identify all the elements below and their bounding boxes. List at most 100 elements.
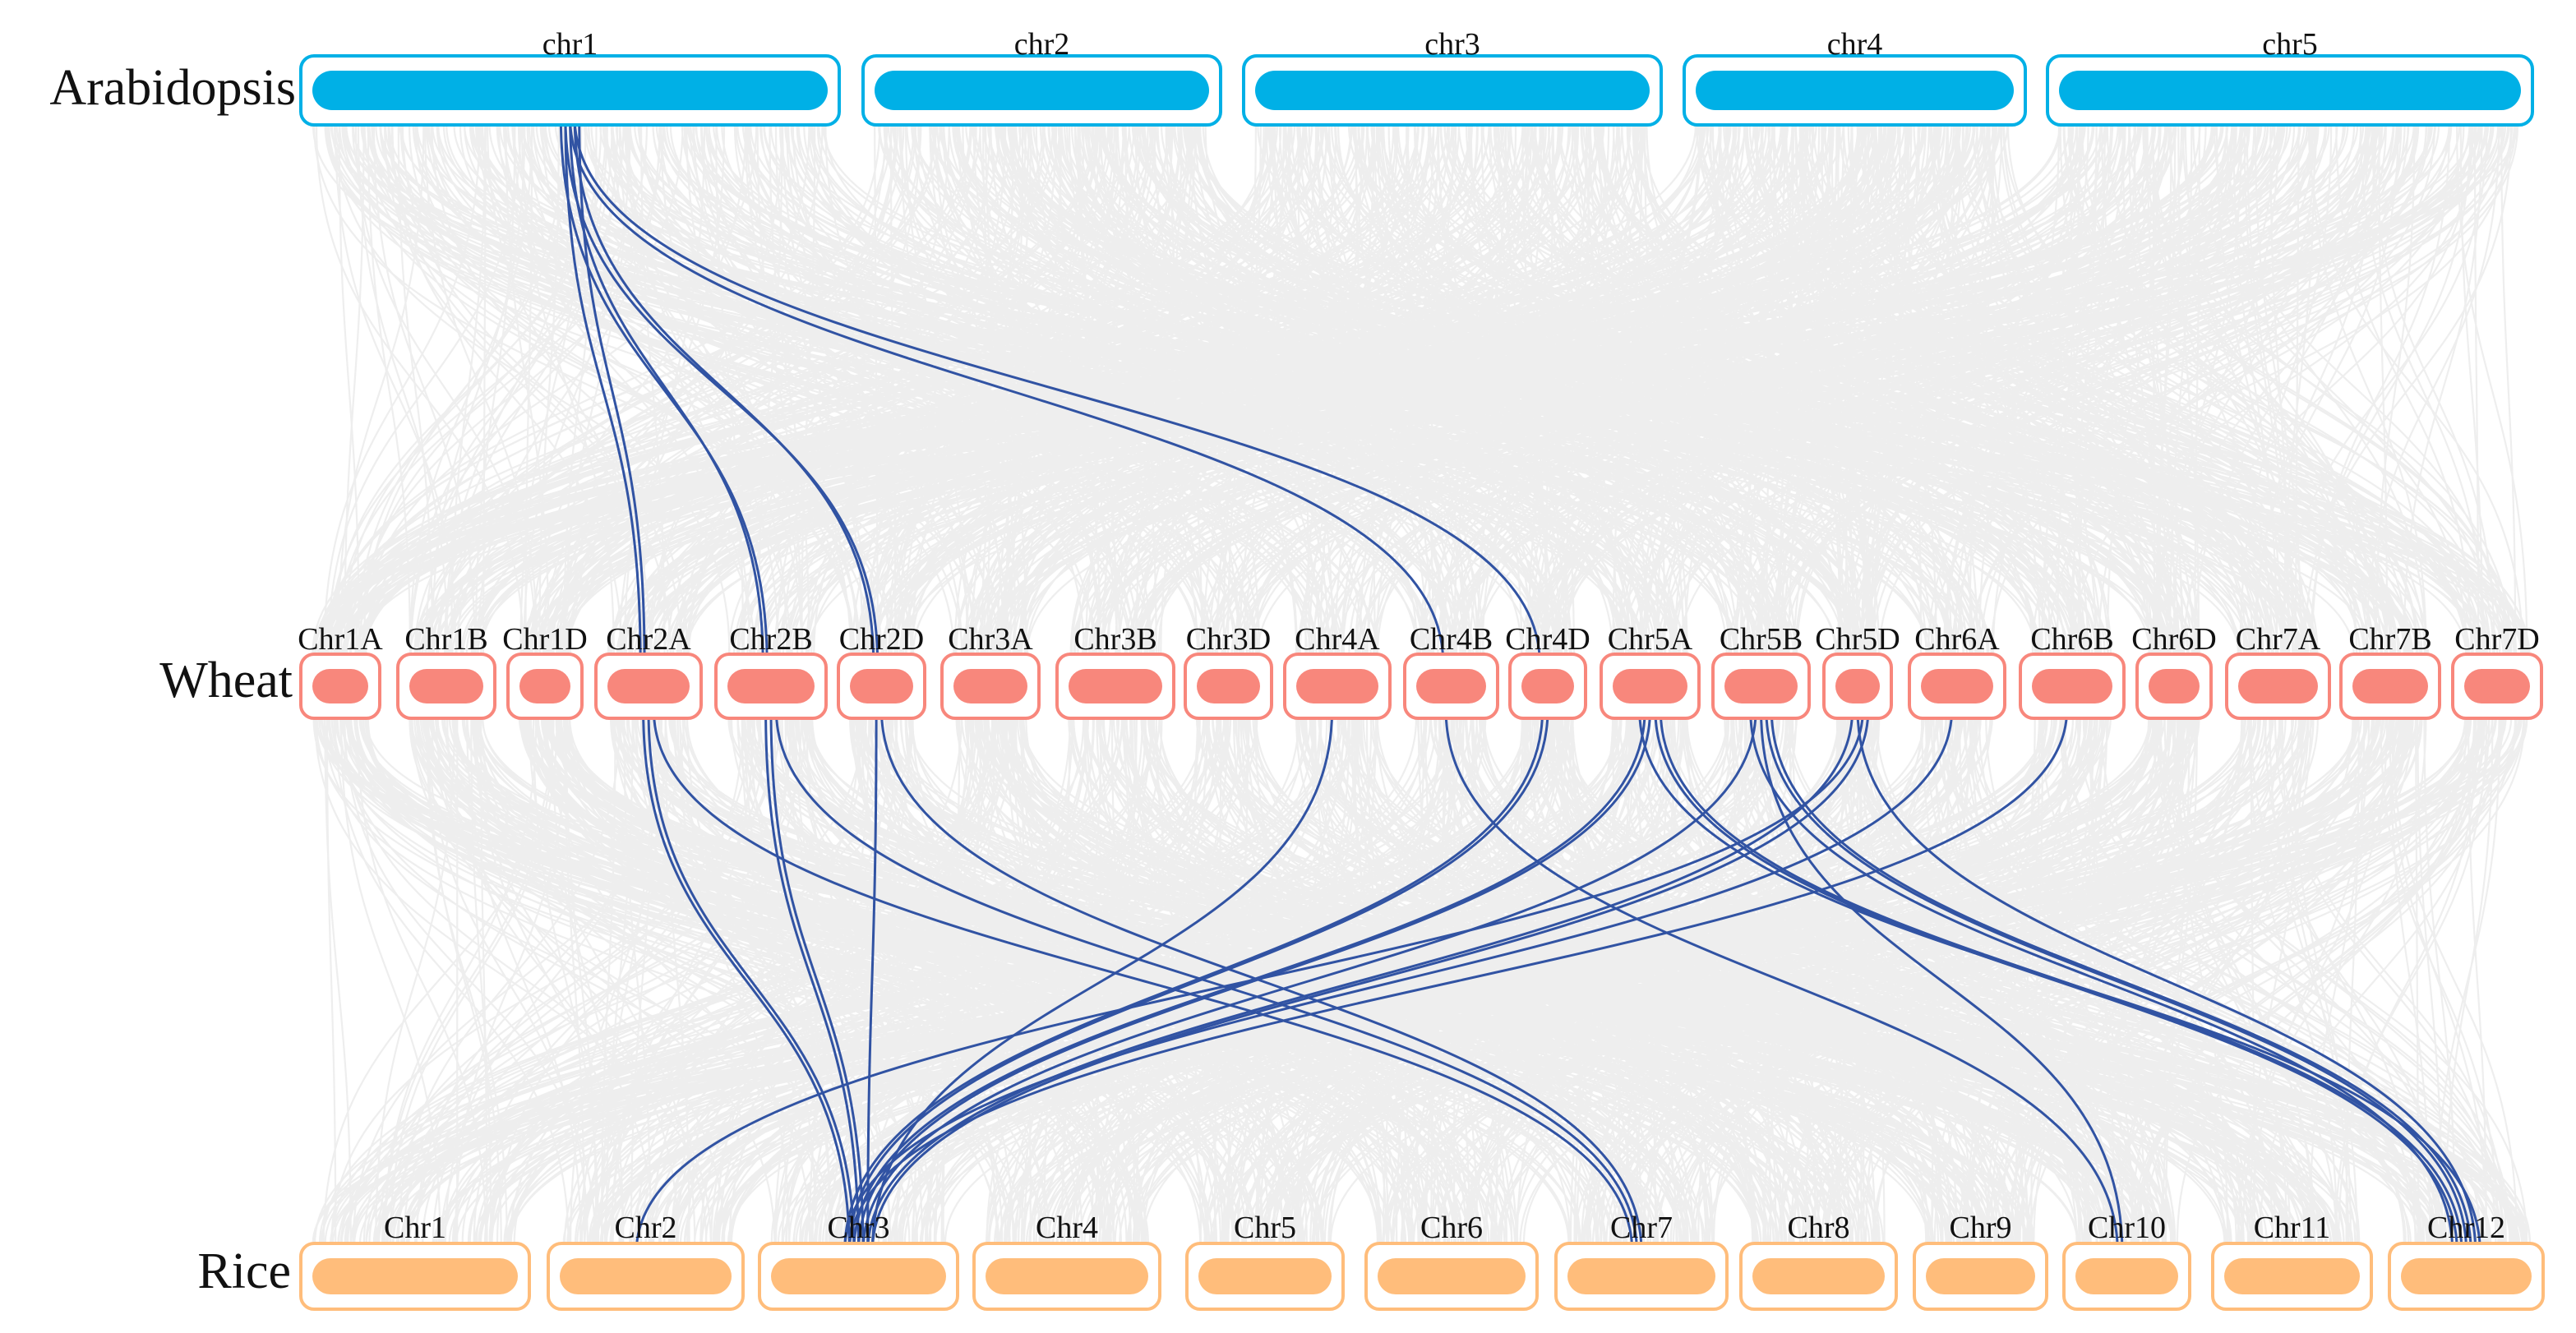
highlight-link-chr5d-chr3 — [870, 709, 1870, 1252]
chromosome-label: chr1 — [542, 27, 598, 62]
chromosome-bar — [986, 1258, 1148, 1294]
chromosome-bar — [2464, 669, 2530, 703]
rice-chromosome-chr5: Chr5 — [1185, 1211, 1345, 1311]
chromosome-label: Chr6 — [1420, 1211, 1483, 1245]
chromosome-label: Chr2A — [606, 622, 691, 657]
chromosome-bar — [519, 669, 570, 703]
highlight-link-chr2d-chr3 — [866, 709, 878, 1252]
chromosome-label: Chr12 — [2427, 1211, 2505, 1245]
rice-chromosome-chr9: Chr9 — [1913, 1211, 2048, 1311]
chromosome-bar — [1296, 669, 1378, 703]
species-label-rice: Rice — [197, 1243, 291, 1299]
chromosome-label: Chr1 — [384, 1211, 446, 1245]
highlight-link-chr5d-chr2 — [635, 709, 1864, 1252]
chromosome-bar — [2032, 669, 2112, 703]
chromosome-label: Chr1A — [298, 622, 383, 657]
chromosome-bar — [1752, 1258, 1885, 1294]
highlight-link-chr2a-chr3 — [647, 709, 856, 1252]
wheat-chromosome-chr1a: Chr1A — [298, 622, 383, 720]
chromosome-label: Chr8 — [1788, 1211, 1850, 1245]
wheat-chromosome-chr4d: Chr4D — [1505, 622, 1590, 720]
chromosome-bar — [1069, 669, 1162, 703]
species-label-arabidopsis: Arabidopsis — [49, 60, 296, 116]
highlight-link-chr5b-chr12 — [1749, 709, 2454, 1252]
arabidopsis-chromosome-chr4: chr4 — [1683, 27, 2027, 127]
wheat-chromosome-chr6b: Chr6B — [2019, 622, 2126, 720]
wheat-chromosome-chr7a: Chr7A — [2225, 622, 2331, 720]
rice-chromosome-chr10: Chr10 — [2062, 1211, 2191, 1311]
highlight-link-chr1-chr2b — [569, 116, 764, 663]
background-link-bundle — [312, 717, 2532, 1244]
chromosome-label: chr5 — [2262, 27, 2318, 62]
chromosome-bar — [607, 669, 690, 703]
chromosome-label: Chr6D — [2131, 622, 2216, 657]
chromosome-label: Chr7 — [1610, 1211, 1673, 1245]
highlight-link-chr5d-chr12 — [1856, 709, 2477, 1252]
chromosome-bar — [2059, 71, 2521, 110]
chromosome-bar — [727, 669, 815, 703]
wheat-chromosome-chr7b: Chr7B — [2339, 622, 2441, 720]
wheat-chromosome-chr1d: Chr1D — [502, 622, 588, 720]
highlight-link-chr4b-chr10 — [1444, 709, 2119, 1252]
wheat-chromosome-chr2a: Chr2A — [594, 622, 703, 720]
highlight-link-chr2a-chr3 — [642, 709, 851, 1252]
chromosome-bar — [1567, 1258, 1715, 1294]
chromosome-label: Chr5D — [1815, 622, 1900, 657]
highlight-link-chr2b-chr3 — [764, 709, 860, 1252]
chromosome-label: Chr3A — [948, 622, 1033, 657]
chromosome-bar — [1255, 71, 1650, 110]
chromosome-bar — [875, 71, 1209, 110]
chromosome-bar — [1197, 669, 1260, 703]
chromosome-label: Chr10 — [2088, 1211, 2166, 1245]
rice-chromosome-chr8: Chr8 — [1739, 1211, 1898, 1311]
chromosome-bar — [560, 1258, 732, 1294]
highlight-link-chr2d-chr7 — [880, 709, 1643, 1252]
rice-chromosome-chr6: Chr6 — [1364, 1211, 1539, 1311]
chromosome-bar — [312, 669, 368, 703]
chromosome-bar — [771, 1258, 946, 1294]
rice-chromosome-chr12: Chr12 — [2388, 1211, 2545, 1311]
rice-chromosome-chr1: Chr1 — [299, 1211, 531, 1311]
highlight-link-chr1-chr2d — [564, 116, 879, 663]
highlight-link-chr1-chr2b — [559, 116, 769, 663]
chromosome-bar — [1378, 1258, 1526, 1294]
chromosome-label: Chr1B — [404, 622, 487, 657]
highlight-link-chr1-chr4b — [569, 116, 1445, 663]
highlight-link-chr5b-chr10 — [1760, 709, 2124, 1252]
background-synteny-links — [312, 124, 2532, 1244]
wheat-chromosome-chr2b: Chr2B — [714, 622, 828, 720]
chromosome-bar — [1198, 1258, 1332, 1294]
wheat-chromosome-chr2d: Chr2D — [837, 622, 926, 720]
wheat-chromosome-chr5a: Chr5A — [1600, 622, 1701, 720]
wheat-chromosome-chr5b: Chr5B — [1711, 622, 1811, 720]
arabidopsis-chromosome-chr2: chr2 — [861, 27, 1222, 127]
chromosome-bar — [1416, 669, 1486, 703]
background-link-bundle — [312, 124, 2531, 655]
chromosome-bar — [2401, 1258, 2532, 1294]
highlight-link-chr2b-chr7 — [774, 709, 1638, 1252]
wheat-chromosome-chr6a: Chr6A — [1908, 622, 2006, 720]
chromosome-bar — [2224, 1258, 2360, 1294]
highlight-link-chr2a-chr7 — [652, 709, 1634, 1252]
rice-chromosome-chr11: Chr11 — [2211, 1211, 2373, 1311]
arabidopsis-chromosome-chr5: chr5 — [2046, 27, 2534, 127]
wheat-chromosome-chr7d: Chr7D — [2451, 622, 2543, 720]
chromosome-label: Chr6B — [2030, 622, 2113, 657]
chromosome-label: Chr7B — [2348, 622, 2431, 657]
chromosome-label: chr3 — [1424, 27, 1480, 62]
chromosome-bar — [2149, 669, 2200, 703]
chromosome-label: Chr5B — [1720, 622, 1803, 657]
chromosome-label: Chr2 — [615, 1211, 677, 1245]
chromosome-bar — [1613, 669, 1687, 703]
chromosome-bar — [312, 71, 828, 110]
arabidopsis-chromosome-chr1: chr1 — [299, 27, 841, 127]
chromosome-bar — [1724, 669, 1798, 703]
wheat-chromosome-chr3d: Chr3D — [1184, 622, 1273, 720]
rice-chromosome-chr7: Chr7 — [1554, 1211, 1729, 1311]
chromosome-label: Chr3 — [828, 1211, 890, 1245]
chromosome-bar — [1921, 669, 1993, 703]
arabidopsis-chromosome-chr3: chr3 — [1242, 27, 1663, 127]
highlight-link-chr5b-chr3 — [861, 709, 1757, 1252]
chromosome-label: Chr6A — [1914, 622, 2000, 657]
